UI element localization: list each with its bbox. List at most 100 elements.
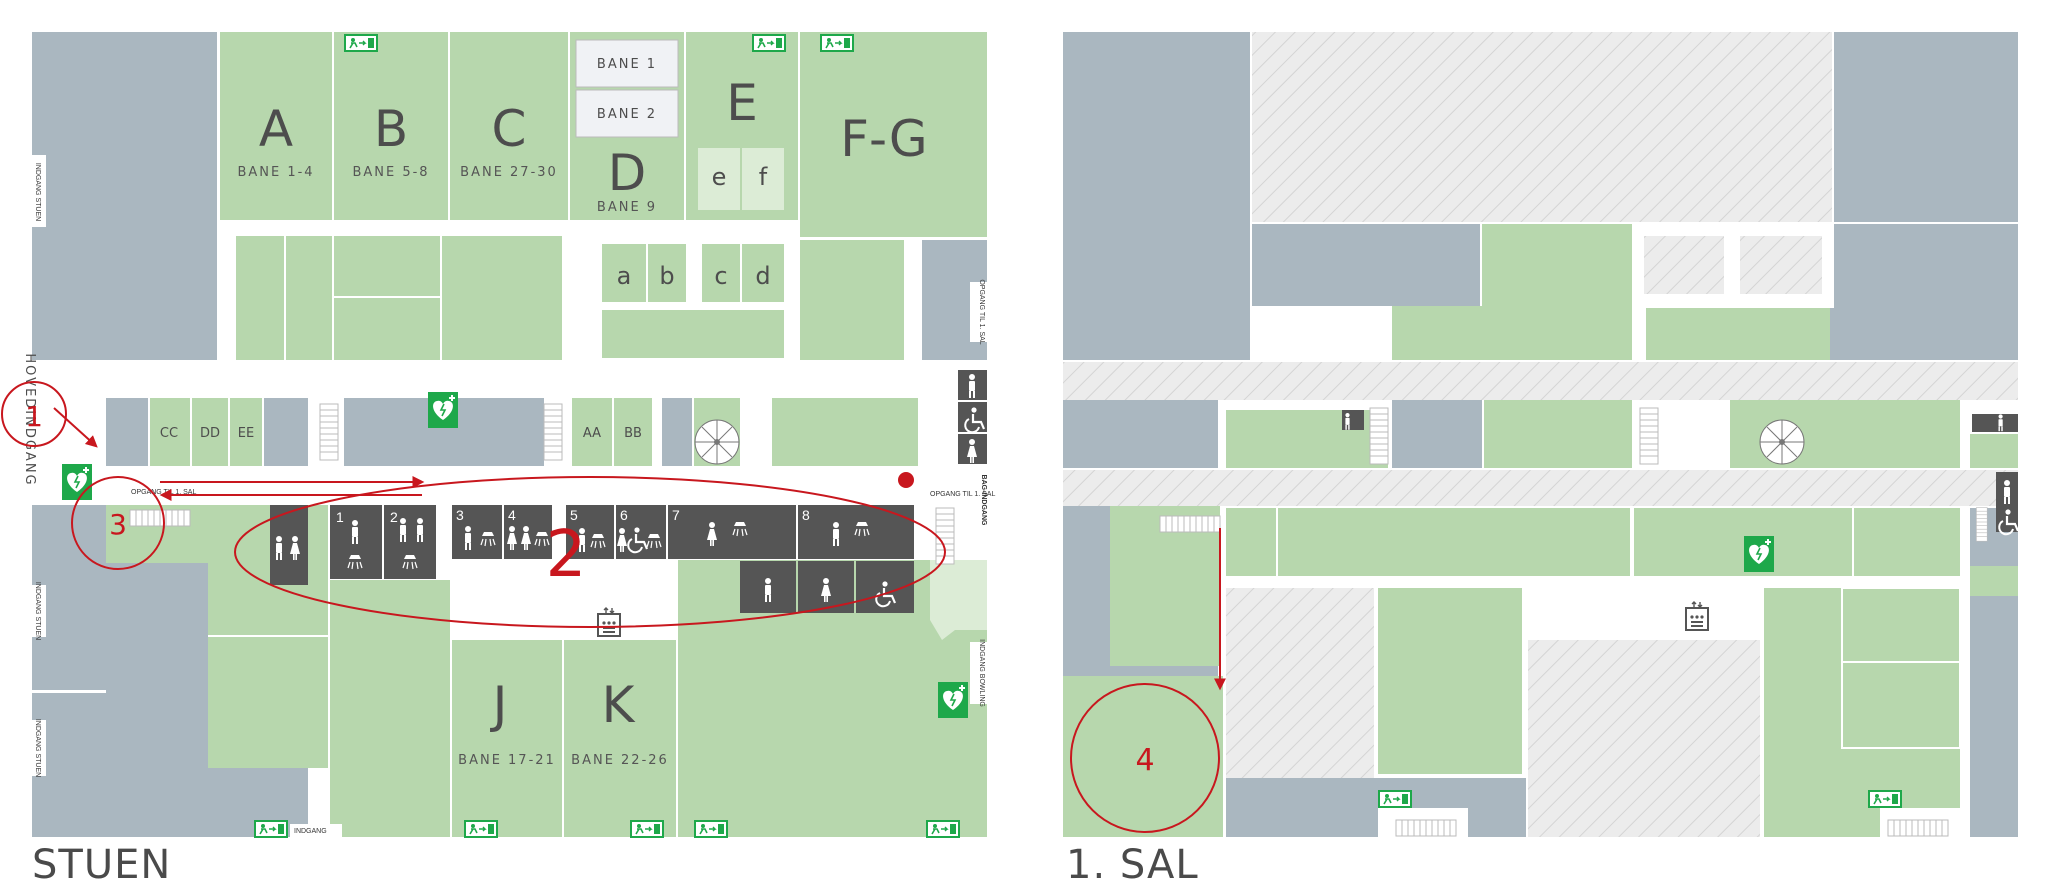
wardrobe-number: 2 [390,509,398,525]
hall-sublabel: BANE 9 [597,200,657,215]
room-a [602,244,646,302]
hall-label: D [608,144,647,202]
room-ee [230,398,262,466]
stairs-icon [543,403,563,461]
room-label: c [714,262,727,290]
route-marker-label: 3 [109,508,127,541]
wardrobe-number: 1 [336,509,344,525]
emergency-exit-icon [629,819,665,839]
room-f [742,148,784,210]
entrance-label: INDGANG STUEN [34,163,41,221]
hall-label: C [492,100,527,158]
hall-label: E [726,74,758,132]
hall-sublabel: BANE 22-26 [571,753,669,768]
hall-sublabel: BANE 17-21 [458,753,556,768]
room-label: AA [583,426,601,441]
room-label: e [712,163,727,191]
wardrobe-3 [452,505,502,559]
stairs-icon [1395,819,1457,837]
hall-label: F-G [840,110,927,168]
wardrobe-7 [668,505,796,559]
stairs-icon [319,403,339,461]
wardrobe-number: 7 [672,507,680,523]
entrance-label: INDGANG BOWLING [978,639,985,707]
room-c [702,244,740,302]
hall-sublabel: BANE 27-30 [460,165,558,180]
wardrobe-5 [566,505,614,559]
defibrillator-icon [1743,535,1775,573]
hall-sublabel: BANE 1-4 [237,165,314,180]
bane-label: BANE 2 [597,107,657,122]
room-d [742,244,784,302]
stairs-icon [1369,407,1389,465]
emergency-exit-icon [925,819,961,839]
room-aa [572,398,612,466]
stairs-icon [1159,515,1221,533]
defibrillator-icon [61,463,93,501]
service-area [32,32,217,360]
wardrobe-number: 5 [570,507,578,523]
route-marker-4 [1070,683,1220,833]
room-label: a [617,262,632,290]
room-label: f [759,163,768,191]
stairs-icon [129,509,191,527]
entrance-label: INDGANG STUEN [34,582,41,640]
bane-2-box [575,89,679,138]
defibrillator-icon [427,391,459,429]
hall-c [450,32,568,220]
route-marker-label: 1 [25,400,43,433]
wardrobe-number: 4 [508,507,516,523]
back-entrance-label: BAG-INDGANG [980,475,987,526]
spiral-staircase-icon [1759,419,1805,465]
main-entrance-label: HOVEDINDGANG [22,353,37,486]
room-label: CC [160,426,178,441]
hall-a [220,32,332,220]
stairs-up-label: OPGANG TIL 1. SAL [930,491,995,498]
entrance-label: INDGANG [294,828,327,835]
first-floor: 4 [1063,32,2020,837]
hall-fg [800,32,987,237]
spiral-staircase-icon [694,419,740,465]
wardrobe-2 [384,505,436,579]
stuen-floor: 1 2 3 4 5 6 7 8 A BANE 1-4 B BANE 5-8 C … [1,32,995,839]
emergency-exit-icon [693,819,729,839]
emergency-exit-icon [1867,789,1903,809]
route-marker-2 [234,476,946,628]
route-marker-label: 2 [546,518,587,592]
emergency-exit-icon [819,33,855,53]
room-label: DD [200,426,220,441]
stairs-up-label: OPGANG TIL 1. SAL [978,279,985,344]
stairs-icon [1639,407,1659,465]
hall-label: A [259,100,293,158]
hall-label: K [602,676,636,734]
route-marker-label: 4 [1135,743,1154,778]
room-b [648,244,686,302]
bane-1-box [575,39,679,88]
emergency-exit-icon [751,33,787,53]
hall-k [564,640,676,837]
hall-label: B [374,100,408,158]
room-dd [192,398,228,466]
floor-title-1-sal: 1. SAL [1066,842,1199,888]
wardrobe-number: 3 [456,507,464,523]
defibrillator-icon [937,681,969,719]
emergency-exit-icon [253,819,289,839]
room-label: b [659,262,674,290]
bane-label: BANE 1 [597,57,657,72]
stairs-icon [1887,819,1949,837]
emergency-exit-icon [1377,789,1413,809]
hall-sublabel: BANE 5-8 [352,165,429,180]
room-label: BB [624,426,642,441]
wardrobe-number: 8 [802,507,810,523]
hall-j [452,640,562,837]
emergency-exit-icon [343,33,379,53]
emergency-exit-icon [463,819,499,839]
floor-title-stuen: STUEN [32,842,172,888]
wardrobe-number: 6 [620,507,628,523]
route-marker-3 [71,476,165,570]
room-label: EE [238,426,254,441]
room-cc [150,398,190,466]
room-bb [614,398,652,466]
room-e [698,148,740,210]
